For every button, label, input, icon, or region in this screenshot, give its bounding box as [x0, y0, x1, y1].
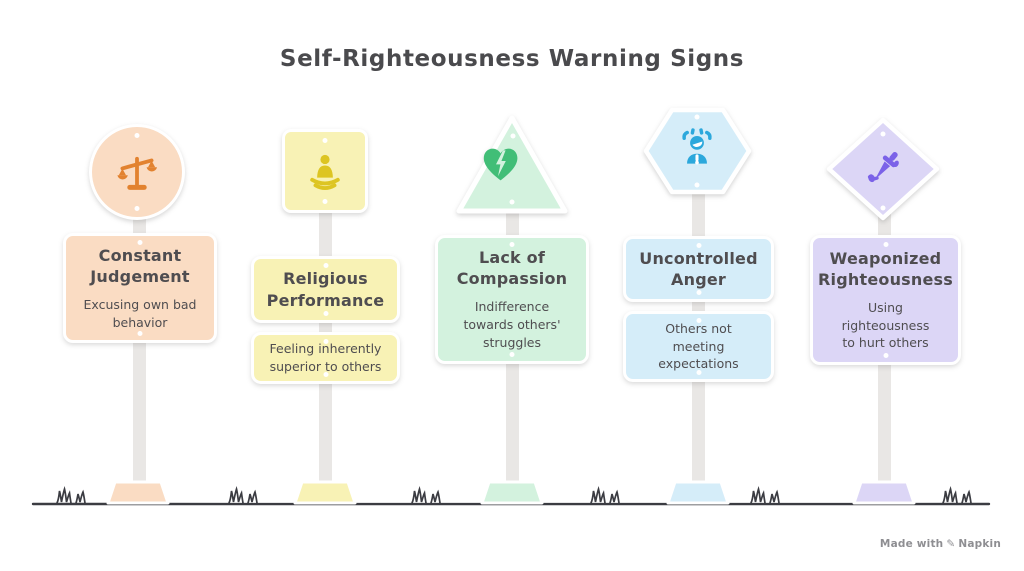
sign-label: Lack of Compassion	[456, 248, 568, 289]
unbalanced-scales-icon	[113, 148, 161, 196]
sign-board: Others not meeting expectations	[623, 311, 774, 382]
sign-label: Constant Judgement	[90, 245, 190, 286]
rivet	[694, 182, 700, 188]
grass-tuft	[56, 488, 86, 504]
sign-shape-triangle	[456, 115, 568, 214]
rivet	[880, 131, 886, 137]
grass-tuft	[750, 488, 780, 504]
sign-label: Uncontrolled Anger	[639, 248, 758, 289]
sign-shape-hexagon	[643, 107, 752, 195]
sign-board: Lack of Compassion Indifference towards …	[435, 235, 589, 364]
grass-tuft	[228, 488, 258, 504]
sign-description: Excusing own bad behavior	[83, 296, 197, 330]
dagger-icon	[867, 152, 899, 183]
watermark-brand: Napkin	[958, 538, 1001, 550]
page-title: Self-Righteousness Warning Signs	[279, 46, 745, 72]
sign-description: Others not meeting expectations	[658, 320, 739, 372]
pen-icon: ✎	[946, 538, 956, 550]
sign-shape-square	[282, 129, 368, 213]
grass-tuft	[942, 488, 972, 504]
grass-tuft	[590, 488, 620, 504]
sign-board: Constant Judgement Excusing own bad beha…	[63, 233, 217, 343]
rivet	[694, 114, 700, 120]
broken-heart-icon	[483, 148, 518, 181]
sign-description: Indifference towards others' struggles	[463, 299, 561, 350]
sign-board: Uncontrolled Anger	[623, 236, 774, 302]
sign-label: Religious Performance	[266, 269, 385, 310]
watermark-prefix: Made with	[879, 538, 944, 550]
sign-shape-circle	[89, 124, 185, 220]
rivet	[509, 199, 515, 205]
sign-board: Weaponized Righteousness Using righteous…	[810, 235, 961, 365]
napkin-watermark: Made with✎Napkin	[880, 538, 1001, 550]
sign-base	[666, 480, 730, 505]
sign-base	[852, 480, 916, 505]
sign-base	[293, 480, 357, 505]
sign-board: Religious Performance	[251, 256, 400, 323]
grass-tuft	[411, 488, 441, 504]
rivet	[322, 199, 328, 204]
hexagon-face	[643, 107, 752, 195]
sign-label: Weaponized Righteousness	[818, 248, 953, 289]
rivet	[134, 133, 140, 138]
rivet	[322, 138, 328, 143]
sign-description: Using righteousness to hurt others	[841, 299, 930, 351]
sign-base	[106, 480, 170, 505]
sign-shape-diamond	[826, 117, 940, 221]
sign-description: Feeling inherently superior to others	[269, 341, 382, 374]
rivet	[134, 206, 140, 211]
rivet	[510, 133, 516, 139]
sign-board: Feeling inherently superior to others	[251, 332, 400, 384]
rivet	[880, 205, 886, 211]
meditating-person-icon	[303, 149, 347, 193]
angry-person-icon	[682, 128, 712, 165]
sign-base	[480, 480, 544, 505]
